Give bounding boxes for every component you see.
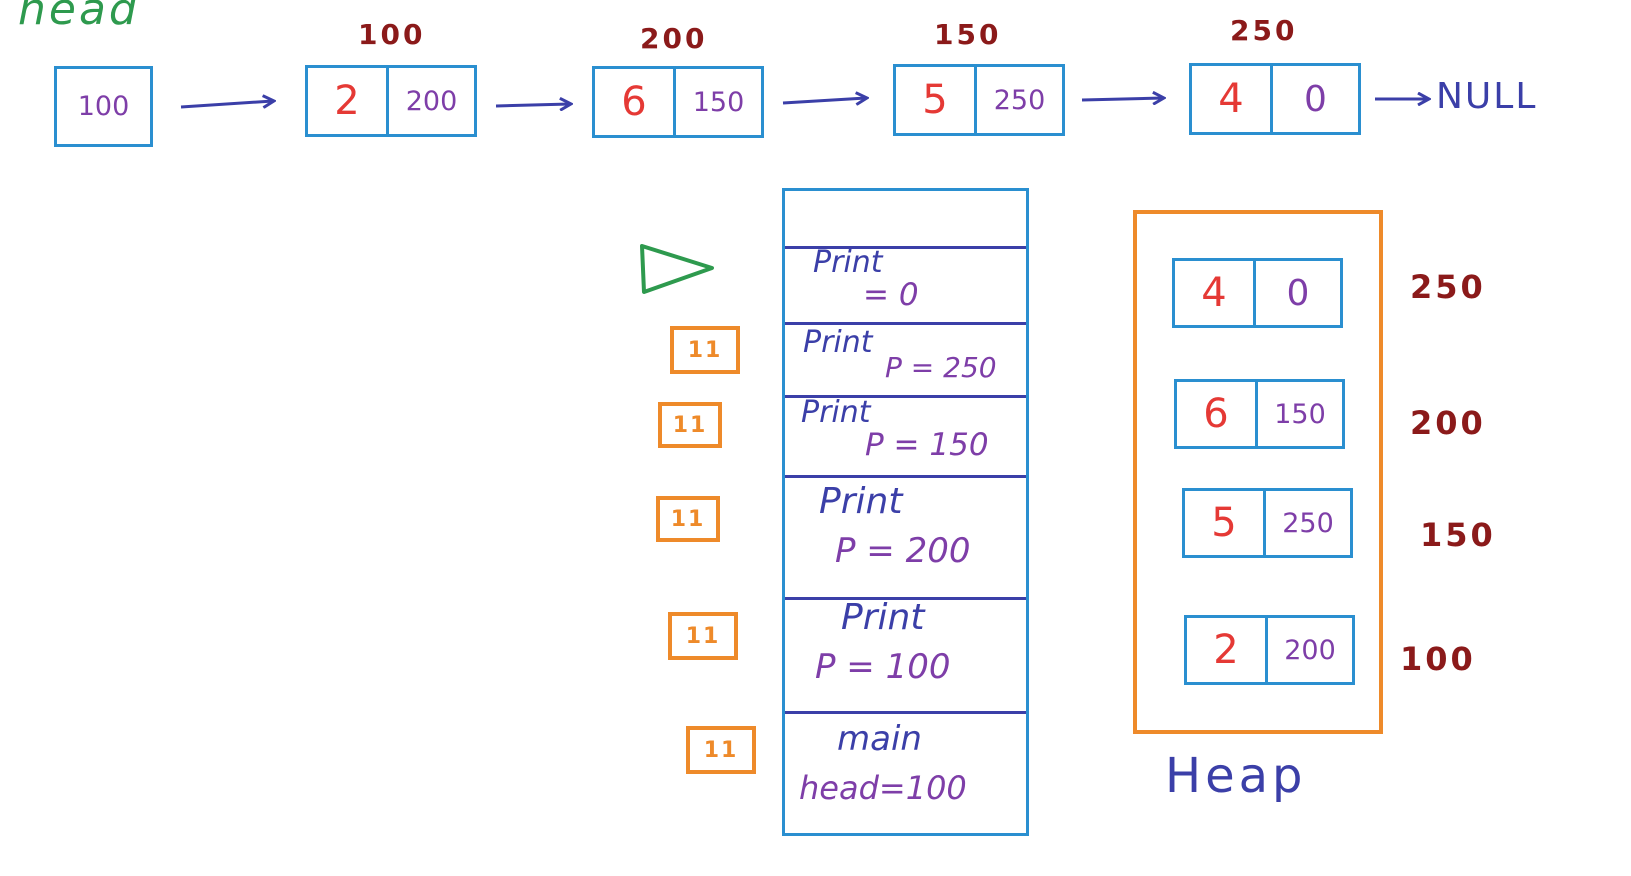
heap-node-data: 6 [1203, 391, 1229, 437]
return-address-box: 11 [686, 726, 756, 774]
node-next: 250 [993, 84, 1046, 116]
stack-frame-name: Print [803, 325, 873, 360]
list-node: 2 200 [305, 65, 477, 137]
frame-divider [785, 711, 1026, 714]
return-address-box: 11 [656, 496, 720, 542]
heap-node: 2 200 [1184, 615, 1355, 685]
heap-node-next: 250 [1282, 507, 1334, 539]
node-divider [1263, 491, 1266, 555]
frame-divider [785, 475, 1026, 478]
heap-node-data: 2 [1213, 627, 1239, 673]
arrow-head-to-node1 [180, 101, 273, 107]
heap-node-address: 200 [1410, 404, 1486, 442]
stack-frame-value: head=100 [799, 769, 967, 807]
node-data: 2 [334, 78, 360, 124]
heap-node-next: 150 [1274, 398, 1326, 430]
head-pointer-box: 100 [54, 66, 153, 147]
node-data: 6 [621, 79, 647, 125]
heap-node-address: 250 [1410, 268, 1486, 306]
frame-divider [785, 246, 1026, 249]
null-label: NULL [1436, 76, 1538, 117]
node-address: 150 [934, 18, 1002, 51]
stack-frame-name: Print [819, 481, 903, 522]
node-address: 250 [1230, 14, 1298, 47]
node-divider [1270, 66, 1273, 132]
call-stack: Print = 0 Print P = 250 Print P = 150 Pr… [782, 188, 1029, 836]
node-data: 5 [922, 77, 948, 123]
heap-node-address: 150 [1420, 516, 1496, 554]
heap-node-data: 5 [1211, 500, 1237, 546]
head-pointer-value: 100 [77, 91, 130, 122]
stack-frame-name: main [837, 719, 922, 759]
heap-node: 6 150 [1174, 379, 1345, 449]
return-address-box: 11 [670, 326, 740, 374]
node-next: 0 [1304, 78, 1327, 120]
node-address: 100 [358, 18, 426, 51]
node-divider [974, 67, 977, 133]
heap-label: Heap [1165, 748, 1307, 804]
node-divider [386, 68, 389, 134]
list-node: 6 150 [592, 66, 764, 138]
list-node: 5 250 [893, 64, 1065, 136]
return-address-box: 11 [668, 612, 738, 660]
heap-node-data: 4 [1201, 270, 1227, 316]
heap-node-next: 0 [1286, 272, 1310, 314]
stack-frame-name: Print [801, 395, 871, 430]
stack-frame-name: Print [841, 597, 925, 638]
stack-frame-name: Print [813, 245, 883, 280]
node-next: 150 [692, 86, 745, 118]
arrow-node2-to-node3 [782, 98, 866, 103]
list-node: 4 0 [1189, 63, 1361, 135]
node-divider [1253, 261, 1256, 325]
heap-node-address: 100 [1400, 640, 1476, 678]
list-arrows [180, 0, 1631, 160]
frame-divider [785, 395, 1026, 398]
node-data: 4 [1218, 76, 1244, 122]
stack-frame-value: P = 150 [865, 427, 989, 463]
heap-node: 5 250 [1182, 488, 1353, 558]
return-address-box: 11 [658, 402, 722, 448]
head-label: head [18, 0, 140, 35]
node-divider [1265, 618, 1268, 682]
stack-frame-value: P = 100 [815, 647, 951, 687]
stack-frame-value: P = 250 [885, 351, 997, 384]
node-next: 200 [405, 85, 458, 117]
node-divider [673, 69, 676, 135]
heap-region [1133, 210, 1383, 734]
arrow-node3-to-node4 [1081, 98, 1163, 100]
node-divider [1255, 382, 1258, 446]
node-address: 200 [640, 22, 708, 55]
stack-frame-value: = 0 [863, 277, 919, 313]
heap-node: 4 0 [1172, 258, 1343, 328]
heap-node-next: 200 [1284, 634, 1336, 666]
frame-divider [785, 597, 1026, 600]
frame-divider [785, 322, 1026, 325]
arrow-node1-to-node2 [495, 104, 570, 106]
stack-frame-value: P = 200 [835, 531, 971, 571]
current-frame-pointer-icon [640, 244, 714, 294]
